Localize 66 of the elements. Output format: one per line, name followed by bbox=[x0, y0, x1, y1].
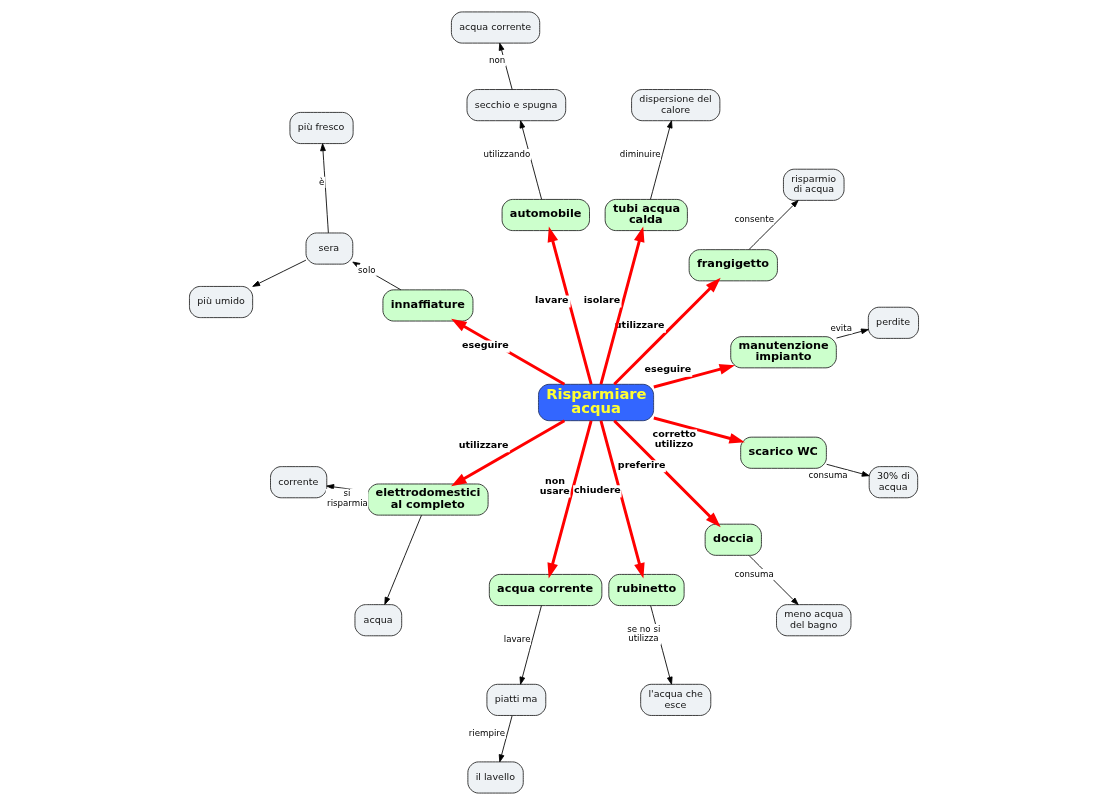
edge-label: chiudere bbox=[573, 483, 621, 495]
edge-label: consente bbox=[734, 213, 774, 224]
node-box: più fresco bbox=[289, 111, 354, 144]
arrow bbox=[599, 226, 644, 385]
node-box: automobile bbox=[501, 199, 590, 232]
arrow bbox=[649, 120, 672, 200]
arrow bbox=[519, 120, 542, 200]
edge-label: è bbox=[318, 176, 324, 187]
edge-label: eseguire bbox=[644, 363, 691, 375]
arrow bbox=[612, 419, 721, 528]
node-box: innaffiature bbox=[382, 289, 473, 322]
node-box: acqua corrente bbox=[488, 573, 602, 606]
edge-label: isolare bbox=[583, 294, 620, 306]
arrow bbox=[748, 199, 799, 250]
edge-label: lavare bbox=[503, 633, 531, 644]
edge-label: consuma bbox=[807, 470, 848, 481]
node-box: più umido bbox=[188, 286, 253, 319]
arrow bbox=[498, 715, 513, 763]
node-box: frangigetto bbox=[688, 249, 778, 282]
arrow bbox=[835, 328, 869, 339]
edge-label: se no si utilizza bbox=[626, 623, 660, 644]
edge-label: preferire bbox=[617, 458, 665, 470]
arrow bbox=[251, 259, 306, 287]
node-box: sera bbox=[305, 232, 353, 265]
edge-label: non usare bbox=[539, 475, 570, 496]
arrow bbox=[546, 420, 593, 579]
node-box: scarico WC bbox=[739, 436, 827, 469]
node-box: acqua corrente bbox=[450, 11, 540, 44]
arrow bbox=[519, 605, 542, 685]
node-box: tubi acqua calda bbox=[604, 199, 688, 232]
arrow bbox=[652, 416, 745, 444]
node-box: acqua bbox=[354, 604, 402, 637]
edge-label: riempire bbox=[468, 727, 505, 738]
node-box: Risparmiare acqua bbox=[537, 383, 654, 422]
edge-label: diminuire bbox=[619, 149, 661, 160]
node-box: l'acqua che esce bbox=[639, 683, 711, 716]
node-box: rubinetto bbox=[607, 573, 685, 606]
node-box: il lavello bbox=[466, 761, 524, 794]
arrow bbox=[652, 364, 735, 389]
edge-label: eseguire bbox=[461, 339, 509, 351]
edge-label: si risparmia bbox=[326, 488, 368, 508]
node-box: doccia bbox=[704, 523, 762, 556]
edge-label: non bbox=[488, 55, 505, 66]
arrow bbox=[825, 463, 870, 477]
node-box: corrente bbox=[269, 466, 327, 499]
edge-label: solo bbox=[357, 264, 376, 275]
node-box: secchio e spugna bbox=[466, 89, 566, 122]
node-box: perdite bbox=[867, 306, 919, 339]
arrow bbox=[383, 514, 422, 605]
arrow bbox=[450, 318, 565, 386]
edge-label: evita bbox=[829, 322, 852, 333]
node-box: elettrodomestici al completo bbox=[366, 483, 489, 516]
node-box: piatti ma bbox=[486, 683, 546, 716]
node-box: manutenzione impianto bbox=[729, 336, 837, 369]
node-box: meno acqua del bagno bbox=[775, 604, 851, 637]
arrow bbox=[450, 419, 565, 487]
node-box: 30% di acqua bbox=[868, 466, 918, 499]
node-box: dispersione del calore bbox=[630, 89, 720, 122]
arrow bbox=[599, 420, 645, 579]
edge-label: lavare bbox=[534, 294, 569, 306]
edge-label: consuma bbox=[734, 569, 774, 580]
edge-label: corretto utilizzo bbox=[652, 428, 696, 449]
arrow bbox=[547, 226, 593, 385]
edge-label: utilizzare bbox=[458, 438, 508, 450]
node-box: risparmio di acqua bbox=[782, 168, 844, 201]
edge-label: utilizzando bbox=[483, 149, 530, 160]
